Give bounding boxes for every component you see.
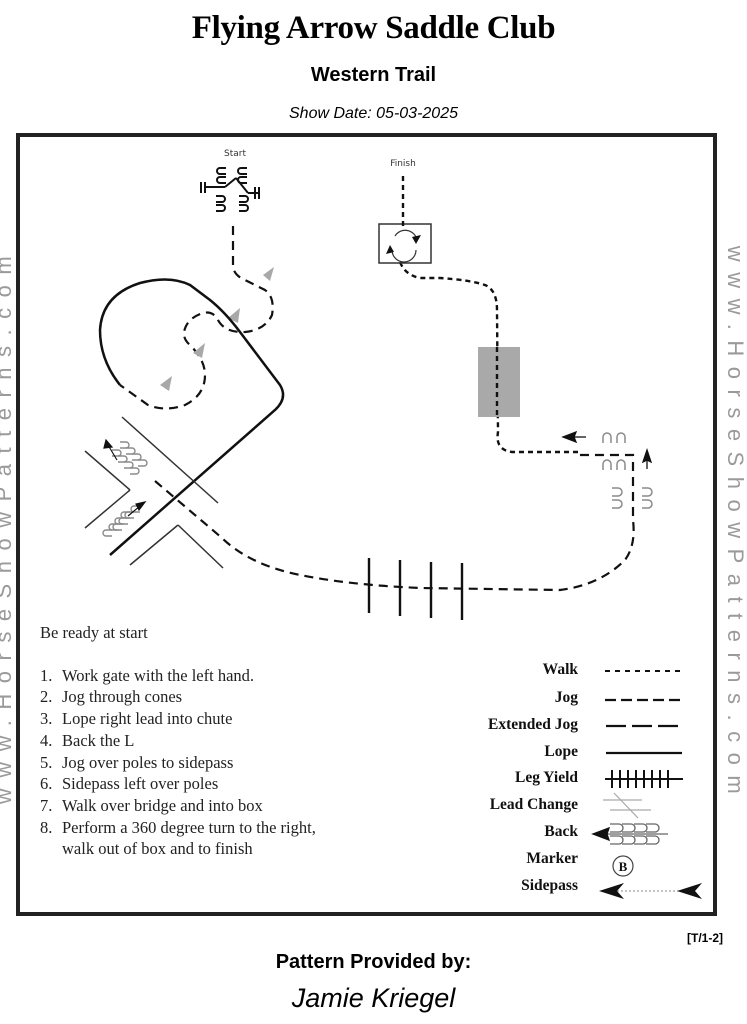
back-marks [102, 441, 148, 537]
sidepass-icon [599, 883, 702, 899]
box-obstacle [378, 223, 432, 264]
jog-path-poles [154, 453, 635, 592]
step-item-continued: walk out of box and to finish [62, 839, 253, 859]
legend-label-extended-jog: Extended Jog [488, 716, 578, 733]
bridge [478, 347, 520, 417]
step-item: 1.Work gate with the left hand. [40, 665, 255, 685]
legend-label-marker: Marker [526, 850, 578, 867]
step-item: 7.Walk over bridge and into box [40, 795, 263, 815]
class-name: Western Trail [310, 64, 437, 86]
step-list: 1.Work gate with the left hand. 2.Jog th… [40, 665, 316, 860]
walk-path [398, 261, 578, 454]
step-item: 6.Sidepass left over poles [40, 774, 219, 794]
jog-path-cones [119, 226, 274, 410]
turn-arrow-icon [386, 245, 394, 254]
back-l-chute [84, 416, 224, 569]
cones [160, 267, 274, 391]
provided-by-label: Pattern Provided by: [275, 951, 472, 973]
pattern-code: [T/1-2] [687, 931, 723, 945]
legend-label-lope: Lope [544, 743, 578, 760]
sidepass-arrows [561, 430, 653, 469]
finish-label: Finish [390, 159, 416, 169]
legend-label-leg-yield: Leg Yield [515, 769, 578, 786]
start-label: Start [224, 149, 246, 159]
legend-label-walk: Walk [542, 661, 578, 678]
ready-note: Be ready at start [40, 623, 148, 642]
step-item: 5.Jog over poles to sidepass [40, 752, 234, 772]
legend-symbols: B [591, 670, 702, 899]
legend-label-sidepass: Sidepass [521, 877, 578, 894]
pattern-instructions: Be ready at start 1.Work gate with the l… [40, 622, 316, 860]
turn-360-icon [391, 229, 418, 263]
lead-change-icon [603, 792, 651, 819]
pattern-author: Jamie Kriegel [291, 983, 456, 1013]
legend-label-back: Back [544, 823, 578, 840]
lope-path [98, 278, 285, 556]
step-item: 4.Back the L [40, 730, 135, 750]
ground-poles [367, 558, 464, 620]
marker-letter: B [619, 859, 628, 874]
marker-icon: B [612, 855, 634, 877]
back-arrows [103, 438, 147, 517]
step-item: 3.Lope right lead into chute [40, 709, 233, 729]
turn-arrow-icon [412, 235, 421, 244]
back-icon [591, 823, 668, 845]
sidepass-poles [602, 432, 653, 509]
legend-label-jog: Jog [554, 689, 578, 706]
show-date: Show Date: 05-03-2025 [289, 105, 458, 122]
club-title: Flying Arrow Saddle Club [191, 10, 556, 46]
legend-label-lead-change: Lead Change [489, 796, 578, 813]
gate-obstacle [200, 167, 260, 212]
leg-yield-icon [605, 770, 683, 788]
arena-frame [16, 133, 717, 916]
step-item: 2.Jog through cones [40, 687, 183, 707]
step-item: 8.Perform a 360 degree turn to the right… [40, 817, 316, 837]
